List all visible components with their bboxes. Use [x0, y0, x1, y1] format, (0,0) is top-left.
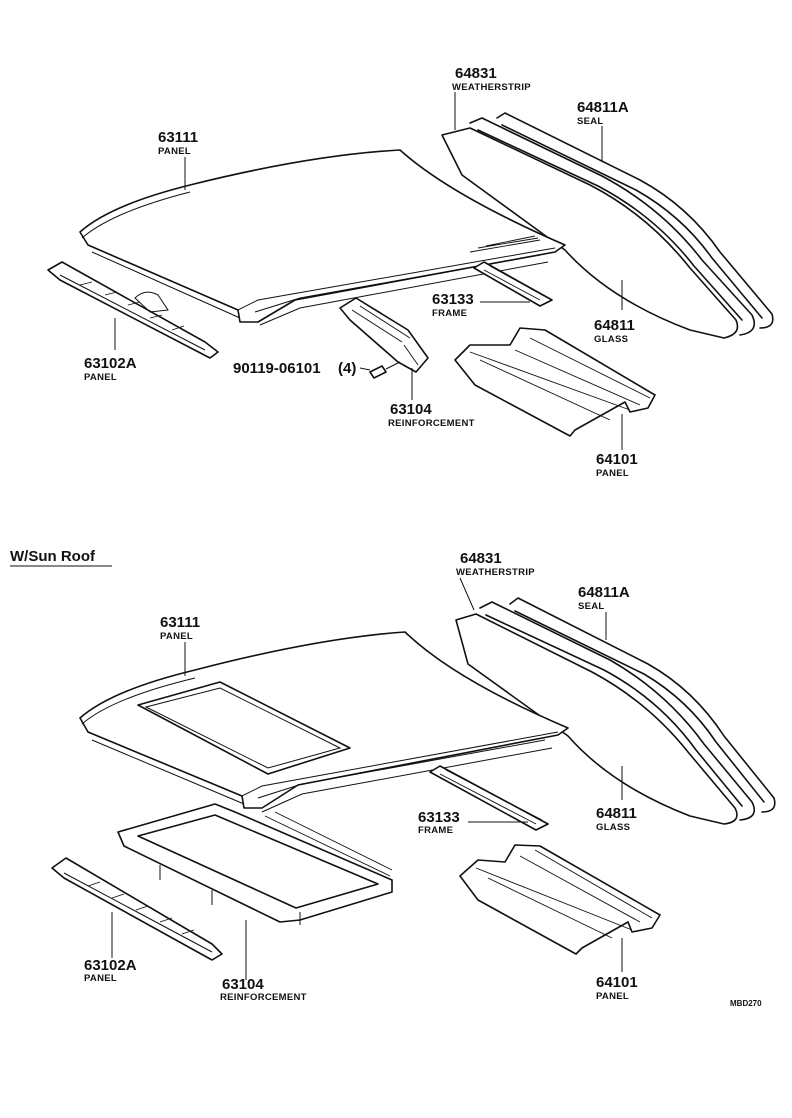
label-64811-top-name: GLASS [594, 334, 628, 345]
label-63104-top-name: REINFORCEMENT [388, 418, 475, 429]
frame-top [473, 261, 553, 307]
label-63111-bottom-number: 63111 [160, 614, 200, 631]
clip-top [369, 361, 401, 379]
front-header-panel-top [47, 261, 219, 359]
label-63133-bottom-number: 63133 [418, 809, 460, 826]
label-64811a-top-name: SEAL [577, 116, 604, 127]
label-63104-top-number: 63104 [390, 401, 432, 418]
label-63111-top-name: PANEL [158, 146, 191, 157]
sunroof-opening [137, 681, 351, 775]
back-glass-top [441, 127, 739, 339]
label-64811a-bottom-name: SEAL [578, 601, 605, 612]
leader-64831-bottom [459, 577, 475, 611]
bottom-assembly: 64831 WEATHERSTRIP 64811A SEAL 63111 PAN… [51, 550, 776, 1003]
frame-bottom [429, 765, 549, 831]
drawing-code: MBD270 [730, 999, 762, 1008]
rear-panel-bottom [459, 844, 661, 955]
label-63133-bottom-name: FRAME [418, 825, 453, 836]
weatherstrip-top [469, 117, 756, 336]
label-63111-top-number: 63111 [158, 129, 198, 146]
reinforcement-top [339, 297, 429, 373]
label-64811-bottom-name: GLASS [596, 822, 630, 833]
label-64101-bottom-number: 64101 [596, 974, 638, 991]
label-64811a-top-number: 64811A [577, 99, 629, 116]
section-title-sunroof: W/Sun Roof [10, 548, 96, 565]
label-63104-bottom-number: 63104 [222, 976, 264, 993]
label-64101-bottom-name: PANEL [596, 991, 629, 1002]
label-63102a-top-number: 63102A [84, 355, 137, 372]
front-header-panel-bottom [51, 857, 223, 961]
weatherstrip-bottom [479, 601, 756, 821]
label-64831-bottom-number: 64831 [460, 550, 502, 567]
label-63102a-top-name: PANEL [84, 372, 117, 383]
label-63102a-bottom-name: PANEL [84, 973, 117, 984]
roof-panel-top [79, 149, 566, 326]
label-64101-top-number: 64101 [596, 451, 638, 468]
rear-panel-top [454, 327, 656, 437]
label-90119-top-number: 90119-06101 [233, 360, 321, 377]
label-64831-bottom-name: WEATHERSTRIP [456, 567, 535, 578]
label-64101-top-name: PANEL [596, 468, 629, 479]
label-63133-top-number: 63133 [432, 291, 474, 308]
leader-90119-top [359, 367, 371, 371]
label-63104-bottom-name: REINFORCEMENT [220, 992, 307, 1003]
reinforcement-bottom [117, 803, 393, 925]
seal-top [496, 112, 774, 329]
seal-bottom [509, 597, 776, 813]
label-90119-top-qty: (4) [338, 360, 356, 377]
label-63102a-bottom-number: 63102A [84, 957, 137, 974]
top-assembly: 64831 WEATHERSTRIP 64811A SEAL 63111 PAN… [47, 65, 774, 479]
label-64811-bottom-number: 64811 [596, 805, 637, 822]
label-64811a-bottom-number: 64811A [578, 584, 630, 601]
back-glass-bottom [455, 613, 738, 825]
label-63111-bottom-name: PANEL [160, 631, 193, 642]
label-63133-top-name: FRAME [432, 308, 467, 319]
label-64811-top-number: 64811 [594, 317, 635, 334]
label-64831-top-number: 64831 [455, 65, 497, 82]
label-64831-top-name: WEATHERSTRIP [452, 82, 531, 93]
roof-panel-bottom [79, 631, 569, 813]
